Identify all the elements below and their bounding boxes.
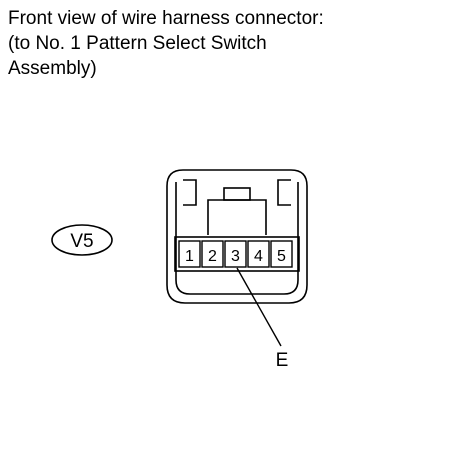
terminal-pin-1: 1 [178,240,201,268]
connector-code-text: V5 [70,231,93,252]
housing-right-tab [277,179,291,206]
caption-line-1: Front view of wire harness connector: [8,8,324,29]
connector-housing [166,169,308,304]
terminal-pins: 1 2 3 4 5 [178,240,293,268]
caption-line-2: (to No. 1 Pattern Select Switch [8,33,267,54]
lock-latch-nub [223,187,251,201]
callout-leader-line [236,267,282,347]
terminal-pin-4: 4 [247,240,270,268]
connector-code-oval [51,224,113,256]
callout-label: E [276,350,289,371]
caption-line-3: Assembly) [8,58,97,79]
lock-latch-shoulder [207,199,267,235]
terminal-pin-5: 5 [270,240,293,268]
terminal-pin-3: 3 [224,240,247,268]
pin-number: 5 [277,248,286,265]
terminal-pin-2: 2 [201,240,224,268]
pin-number: 3 [231,248,240,265]
connector-code-badge: V5 [51,224,113,256]
diagram-caption: Front view of wire harness connector: (t… [8,6,324,81]
housing-left-tab [183,179,197,206]
housing-inner-recess [175,182,299,295]
pin-number: 4 [254,248,263,265]
terminal-cavity-block [174,236,300,272]
housing-outer-shell [166,169,308,304]
pin-number: 2 [208,248,217,265]
pin-number: 1 [185,248,194,265]
